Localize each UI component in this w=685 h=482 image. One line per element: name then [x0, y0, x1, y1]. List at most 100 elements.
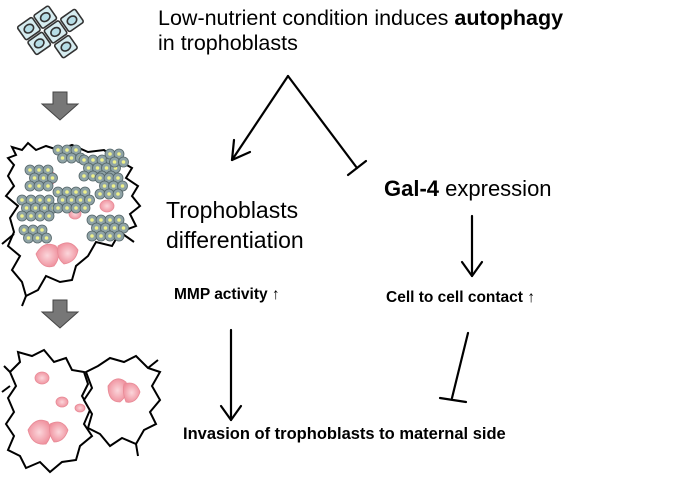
autophagosome-core-icon: [112, 226, 117, 230]
differentiation-line2: differentiation: [166, 226, 304, 253]
autophagosome-core-icon: [102, 184, 107, 188]
gal4-label: Gal-4 expression: [384, 176, 552, 201]
autophagosome-core-icon: [22, 228, 26, 232]
autophagic-cell-icon: [1, 141, 142, 307]
invasion-label: Invasion of trophoblasts to maternal sid…: [183, 425, 506, 443]
autophagosome-core-icon: [50, 176, 55, 180]
autophagosome-core-icon: [86, 166, 91, 170]
induction-arrow-line: [230, 74, 290, 162]
cell-contact-label: Cell to cell contact ↑: [386, 289, 536, 306]
differentiation-label: Trophoblasts differentiation: [166, 196, 304, 256]
contact-inhibition-line: [450, 331, 470, 400]
autophagosome-core-icon: [99, 218, 103, 222]
autophagosome-core-icon: [90, 218, 94, 222]
autophagosome-core-icon: [112, 160, 117, 164]
title-autophagy: autophagy: [454, 6, 564, 30]
autophagosome-core-icon: [82, 158, 86, 162]
autophagosome-core-icon: [44, 236, 49, 240]
autophagosome-core-icon: [103, 226, 108, 230]
autophagosome-core-icon: [28, 184, 32, 188]
title: Low-nutrient condition induces autophagy…: [158, 6, 563, 55]
autophagosome-core-icon: [41, 176, 46, 180]
autophagosome-core-icon: [29, 198, 33, 202]
autophagosome-core-icon: [29, 214, 33, 218]
autophagosome-core-icon: [98, 192, 102, 196]
autophagosome-core-icon: [60, 198, 65, 202]
autophagosome-core-icon: [60, 156, 65, 160]
autophagosome-core-icon: [32, 176, 37, 180]
autophagosome-core-icon: [87, 198, 92, 202]
autophagosome-core-icon: [83, 206, 87, 210]
autophagosome-core-icon: [120, 184, 125, 188]
autophagosome-core-icon: [24, 206, 29, 210]
autophagosome-core-icon: [116, 192, 120, 196]
autophagosome-core-icon: [46, 184, 50, 188]
autophagosome-core-icon: [78, 198, 83, 202]
autophagosome-core-icon: [65, 206, 69, 210]
autophagosome-core-icon: [38, 198, 42, 202]
inhibition-line-gal4: [286, 74, 359, 170]
autophagosome-core-icon: [74, 148, 78, 152]
autophagosome-core-icon: [35, 236, 40, 240]
autophagosome-core-icon: [82, 174, 86, 178]
autophagosome-core-icon: [47, 214, 51, 218]
autophagosome-core-icon: [117, 218, 121, 222]
autophagosome-core-icon: [91, 174, 95, 178]
autophagosome-core-icon: [74, 190, 78, 194]
gal4-expression: expression: [439, 176, 552, 201]
autophagosome-core-icon: [69, 156, 74, 160]
autophagosome-core-icon: [56, 206, 60, 210]
autophagosome-core-icon: [117, 152, 121, 156]
autophagosome-core-icon: [38, 214, 42, 218]
autophagosome-core-icon: [94, 226, 99, 230]
autophagosome-core-icon: [20, 214, 24, 218]
contact-inhibition-bar-icon: [438, 396, 468, 404]
induction-arrowhead-icon: [230, 138, 252, 162]
autophagosome-core-icon: [47, 198, 51, 202]
autophagosome-core-icon: [65, 190, 69, 194]
autophagosome-core-icon: [99, 234, 103, 238]
mmp-arrowhead-icon: [219, 404, 243, 422]
autophagosome-core-icon: [108, 218, 112, 222]
autophagosome-core-icon: [111, 184, 116, 188]
autophagosome-core-icon: [104, 166, 109, 170]
autophagosome-core-icon: [98, 176, 102, 180]
autophagosome-core-icon: [20, 198, 24, 202]
autophagosome-core-icon: [95, 166, 100, 170]
trophoblast-cells-icon: [16, 5, 84, 59]
autophagosome-core-icon: [69, 198, 74, 202]
title-line2: in trophoblasts: [158, 30, 298, 55]
autophagosome-core-icon: [56, 190, 60, 194]
autophagosome-core-icon: [42, 206, 47, 210]
autophagosome-core-icon: [121, 226, 126, 230]
autophagosome-core-icon: [107, 192, 111, 196]
autophagosome-core-icon: [26, 236, 31, 240]
autophagosome-core-icon: [65, 148, 69, 152]
autophagosome-core-icon: [74, 206, 78, 210]
autophagosome-core-icon: [31, 228, 35, 232]
autophagosome-core-icon: [37, 168, 41, 172]
step-arrow-icon: [40, 91, 80, 121]
autophagosome-core-icon: [90, 234, 94, 238]
pathway-lines: [219, 74, 484, 422]
autophagosome-core-icon: [121, 160, 126, 164]
autophagosome-core-icon: [28, 168, 32, 172]
gal4-arrowhead-icon: [460, 260, 484, 278]
step-arrow-icon: [40, 299, 80, 329]
autophagosome-core-icon: [100, 158, 104, 162]
autophagosome-core-icon: [56, 148, 60, 152]
autophagosome-core-icon: [117, 234, 121, 238]
gal4-name: Gal-4: [384, 176, 440, 201]
inhibition-bar-icon: [346, 159, 368, 177]
autophagosome-core-icon: [91, 158, 95, 162]
differentiated-cells-icon: [1, 348, 162, 474]
title-prefix: Low-nutrient condition induces: [158, 6, 455, 30]
autophagosome-core-icon: [46, 168, 50, 172]
autophagosome-core-icon: [40, 228, 44, 232]
autophagosome-core-icon: [33, 206, 38, 210]
autophagosome-core-icon: [83, 190, 87, 194]
differentiation-line1: Trophoblasts: [166, 197, 299, 223]
mmp-activity-label: MMP activity ↑: [174, 286, 280, 303]
